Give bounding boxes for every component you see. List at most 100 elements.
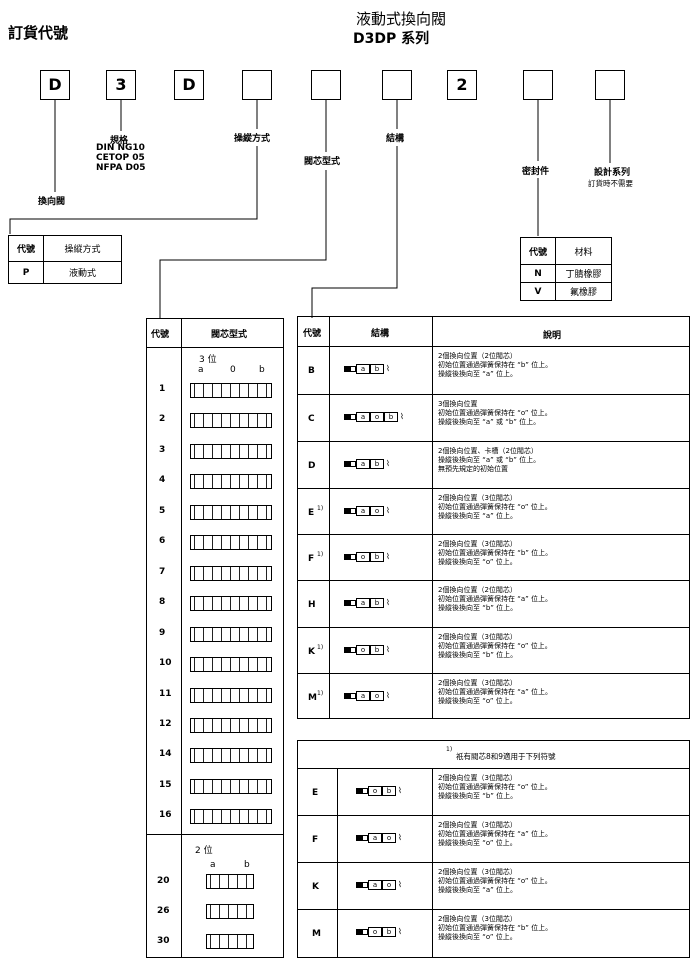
spring-icon: ⌇ xyxy=(386,645,390,654)
spool-table-header-rule xyxy=(146,347,284,348)
two-pos-letter-b: b xyxy=(244,860,250,870)
spool-code-16: 16 xyxy=(159,810,172,820)
actuator-icon xyxy=(344,461,356,467)
note-footnote-mark: 1) xyxy=(446,746,453,753)
note-desc-line: 2個換向位置（3位閥芯） xyxy=(438,915,517,923)
spool-symbol-11 xyxy=(190,688,272,703)
symbol-position-box: b xyxy=(370,645,384,655)
op-row-code: P xyxy=(8,261,44,284)
spool-code-15: 15 xyxy=(159,780,172,790)
seal-name-v: 氟橡膠 xyxy=(555,282,612,301)
op-col-name: 操縱方式 xyxy=(43,235,122,262)
structure-desc-line: 2個換向位置（3位閥芯） xyxy=(438,494,517,502)
actuator-icon xyxy=(344,366,356,372)
label-size-nfpa: NFPA D05 xyxy=(96,163,146,173)
three-pos-letter-0: 0 xyxy=(230,365,236,375)
note-col-rule-1 xyxy=(337,768,338,958)
actuator-icon xyxy=(344,554,356,560)
structure-desc-line: 操縱後換向至 “o” 位上。 xyxy=(438,558,517,566)
structure-code-M: M xyxy=(308,693,317,703)
structure-desc-line: 初始位置通過彈簧保持在 “o” 位上。 xyxy=(438,409,552,417)
structure-col-structure: 結構 xyxy=(371,329,390,339)
spool-code-20: 20 xyxy=(157,876,170,886)
symbol-position-box: b xyxy=(382,927,396,937)
structure-row-rule xyxy=(297,673,690,674)
structure-desc-line: 2個換向位置、卡槽（2位閥芯） xyxy=(438,447,538,455)
symbol-position-box: o xyxy=(368,786,382,796)
spool-symbol-10 xyxy=(190,657,272,672)
structure-col-rule-1 xyxy=(329,316,330,719)
actuator-icon xyxy=(344,414,356,420)
note-desc-line: 初始位置通過彈簧保持在 “o” 位上。 xyxy=(438,877,552,885)
code-box-7: 2 xyxy=(447,70,477,100)
note-desc-line: 操縱後換向至 “o” 位上。 xyxy=(438,933,517,941)
label-spool-type: 閥芯型式 xyxy=(304,157,341,167)
actuator-icon xyxy=(356,835,368,841)
symbol-position-box: a xyxy=(368,833,382,843)
seal-table: 代號 材料 N 丁腈橡膠 V 氟橡膠 xyxy=(520,237,612,301)
symbol-position-box: a xyxy=(356,691,370,701)
operation-table: 代號 操縱方式 P 液動式 xyxy=(8,235,122,284)
symbol-position-box: o xyxy=(370,412,384,422)
symbol-position-box: a xyxy=(356,459,370,469)
structure-desc-line: 操縱後換向至 “a” 位上。 xyxy=(438,512,517,520)
label-seal: 密封件 xyxy=(522,167,550,177)
structure-desc-line: 初始位置通過彈簧保持在 “o” 位上。 xyxy=(438,503,552,511)
spool-symbol-8 xyxy=(190,596,272,611)
symbol-position-box: a xyxy=(356,598,370,608)
note-desc-line: 操縱後換向至 “b” 位上。 xyxy=(438,792,518,800)
structure-row-rule xyxy=(297,580,690,581)
structure-footnote-E: 1) xyxy=(317,505,324,512)
structure-desc-line: 無預先規定的初始位置 xyxy=(438,465,508,473)
symbol-position-box: o xyxy=(382,833,396,843)
spool-code-10: 10 xyxy=(159,658,172,668)
three-pos-letter-a: a xyxy=(198,365,204,375)
code-box-1: D xyxy=(40,70,70,100)
symbol-position-box: o xyxy=(370,506,384,516)
op-col-code: 代號 xyxy=(8,235,44,262)
spool-table-section-rule xyxy=(146,834,284,835)
structure-code-K: K xyxy=(308,647,315,657)
spool-symbol-26 xyxy=(206,904,254,919)
code-box-5 xyxy=(311,70,341,100)
page-subtitle: D3DP 系列 xyxy=(353,31,430,47)
spool-code-2: 2 xyxy=(159,414,166,424)
structure-desc-line: 操縱後換向至 “b” 位上。 xyxy=(438,604,518,612)
op-row-name: 液動式 xyxy=(43,261,122,284)
label-design-note: 訂貨時不需要 xyxy=(588,179,633,188)
actuator-icon xyxy=(344,647,356,653)
label-design: 設計系列 xyxy=(594,168,631,178)
spool-symbol-2 xyxy=(190,413,272,428)
spool-symbol-30 xyxy=(206,934,254,949)
structure-code-F: F xyxy=(308,554,315,564)
label-operation: 操縱方式 xyxy=(234,134,271,144)
spool-symbol-5 xyxy=(190,505,272,520)
structure-desc-line: 操縱後換向至 “o” 位上。 xyxy=(438,697,517,705)
spool-symbol-7 xyxy=(190,566,272,581)
spool-code-9: 9 xyxy=(159,628,166,638)
note-desc-line: 初始位置通過彈簧保持在 “a” 位上。 xyxy=(438,830,552,838)
symbol-position-box: a xyxy=(356,506,370,516)
note-desc-line: 操縱後換向至 “a” 位上。 xyxy=(438,886,517,894)
spool-symbol-9 xyxy=(190,627,272,642)
note-row-rule xyxy=(297,862,690,863)
note-desc-line: 初始位置通過彈簧保持在 “b” 位上。 xyxy=(438,924,553,932)
structure-desc-line: 初始位置通過彈簧保持在 “b” 位上。 xyxy=(438,549,553,557)
symbol-position-box: o xyxy=(356,645,370,655)
structure-desc-line: 2個換向位置（3位閥芯） xyxy=(438,540,517,548)
symbol-position-box: b xyxy=(382,786,396,796)
structure-code-E: E xyxy=(308,508,315,518)
structure-desc-line: 初始位置通過彈簧保持在 “o” 位上。 xyxy=(438,642,552,650)
symbol-position-box: a xyxy=(368,880,382,890)
spool-symbol-3 xyxy=(190,444,272,459)
symbol-position-box: b xyxy=(370,364,384,374)
actuator-icon xyxy=(344,693,356,699)
structure-row-rule xyxy=(297,534,690,535)
structure-desc-line: 2個換向位置（3位閥芯） xyxy=(438,679,517,687)
symbol-position-box: o xyxy=(370,691,384,701)
symbol-position-box: b xyxy=(370,459,384,469)
label-size-cetop: CETOP 05 xyxy=(96,153,145,163)
